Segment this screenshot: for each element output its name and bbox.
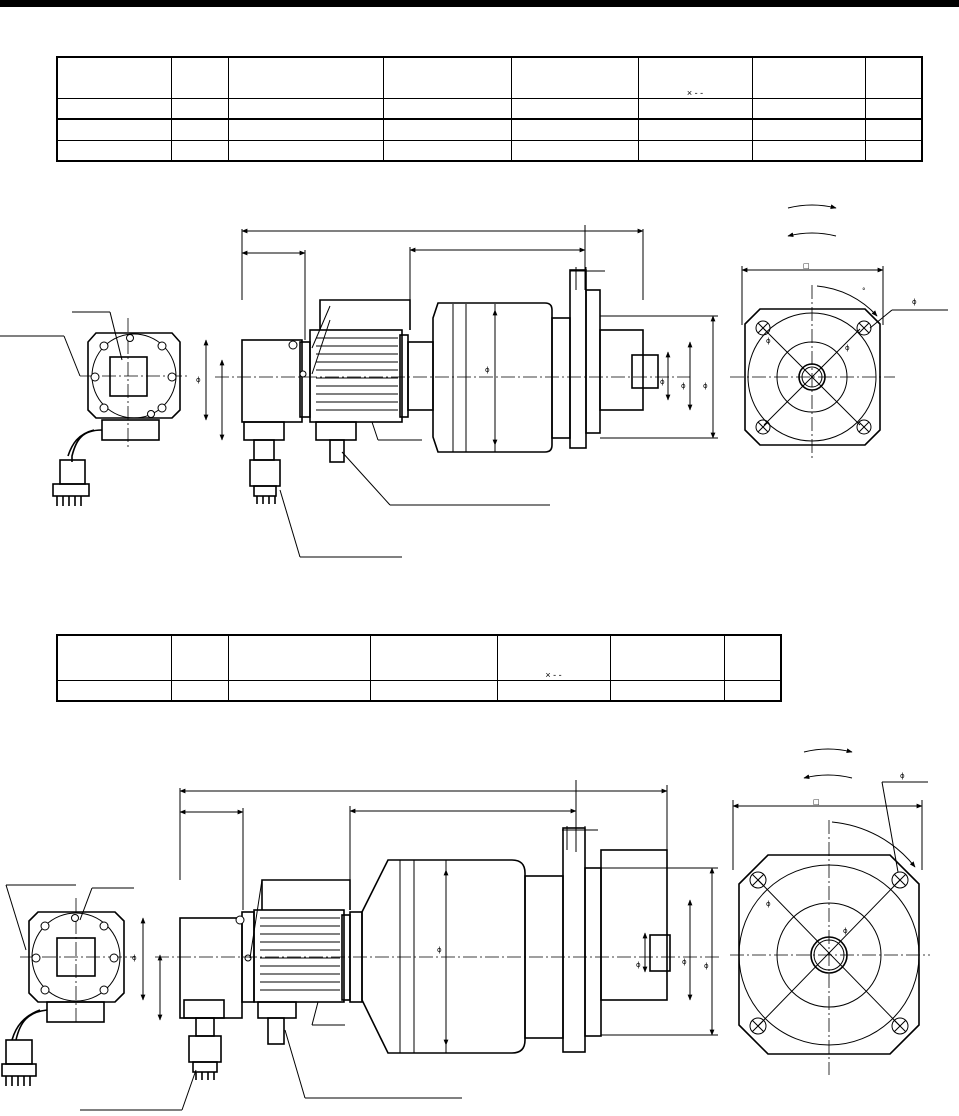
drawing-1: ϕ ϕ ϕ ϕ ϕ □ xyxy=(0,204,948,558)
table-row xyxy=(56,118,923,141)
phi-label: ϕ xyxy=(766,900,771,908)
bolt-hole xyxy=(856,419,872,435)
specification-table-1: × - - xyxy=(56,56,923,162)
phi-label: ϕ xyxy=(845,344,850,352)
bolt-hole xyxy=(749,871,767,889)
header-cell xyxy=(369,634,498,681)
table-header-row: × - - xyxy=(56,634,782,681)
degree-label: ° xyxy=(862,287,866,295)
bolt-hole xyxy=(755,320,771,336)
header-cell xyxy=(864,56,923,99)
header-cell xyxy=(56,634,172,681)
end-view-right-2: □ ϕ ϕ ϕ xyxy=(730,748,930,1075)
side-view-1: ϕ ϕ ϕ ϕ ϕ xyxy=(196,225,718,558)
phi-label: ϕ xyxy=(660,378,665,386)
header-cell xyxy=(56,56,172,99)
phi-label: ϕ xyxy=(843,927,848,935)
bolt-hole xyxy=(891,871,909,889)
header-cell xyxy=(170,56,229,99)
end-view-left-2 xyxy=(1,884,135,1086)
table-cell xyxy=(723,679,782,702)
header-cell xyxy=(609,634,725,681)
bolt-hole xyxy=(891,1017,909,1035)
header-cell-ratio: × - - xyxy=(496,634,611,681)
end-view-right-1: □ ° ϕ ϕ ϕ xyxy=(730,204,948,460)
bolt-hole xyxy=(749,1017,767,1035)
square-symbol-label: □ xyxy=(813,798,820,806)
header-bar xyxy=(0,0,959,7)
phi-label: ϕ xyxy=(132,954,137,962)
header-cell xyxy=(510,56,639,99)
phi-label: ϕ xyxy=(912,298,917,306)
phi-label: ϕ xyxy=(703,382,708,390)
phi-label: ϕ xyxy=(485,366,490,374)
bolt-hole xyxy=(856,320,872,336)
phi-label: ϕ xyxy=(196,376,201,384)
side-view-2: ϕ ϕ ϕ ϕ ϕ xyxy=(80,780,720,1111)
end-view-left-1 xyxy=(0,311,190,506)
square-symbol-label: □ xyxy=(803,262,810,270)
phi-label: ϕ xyxy=(636,961,641,969)
phi-label: ϕ xyxy=(682,958,687,966)
table-row xyxy=(56,97,923,120)
phi-label: ϕ xyxy=(437,946,442,954)
phi-label: ϕ xyxy=(766,337,771,345)
phi-label: ϕ xyxy=(704,962,709,970)
specification-table-2: × - - xyxy=(56,634,782,702)
phi-label: ϕ xyxy=(681,382,686,390)
drawing-2: ϕ ϕ ϕ ϕ ϕ □ xyxy=(1,748,930,1111)
phi-label: ϕ xyxy=(900,772,905,780)
table-cell xyxy=(864,139,923,162)
table-row xyxy=(56,139,923,162)
header-cell-ratio: × - - xyxy=(637,56,753,99)
bolt-hole xyxy=(755,419,771,435)
table-row xyxy=(56,679,782,702)
